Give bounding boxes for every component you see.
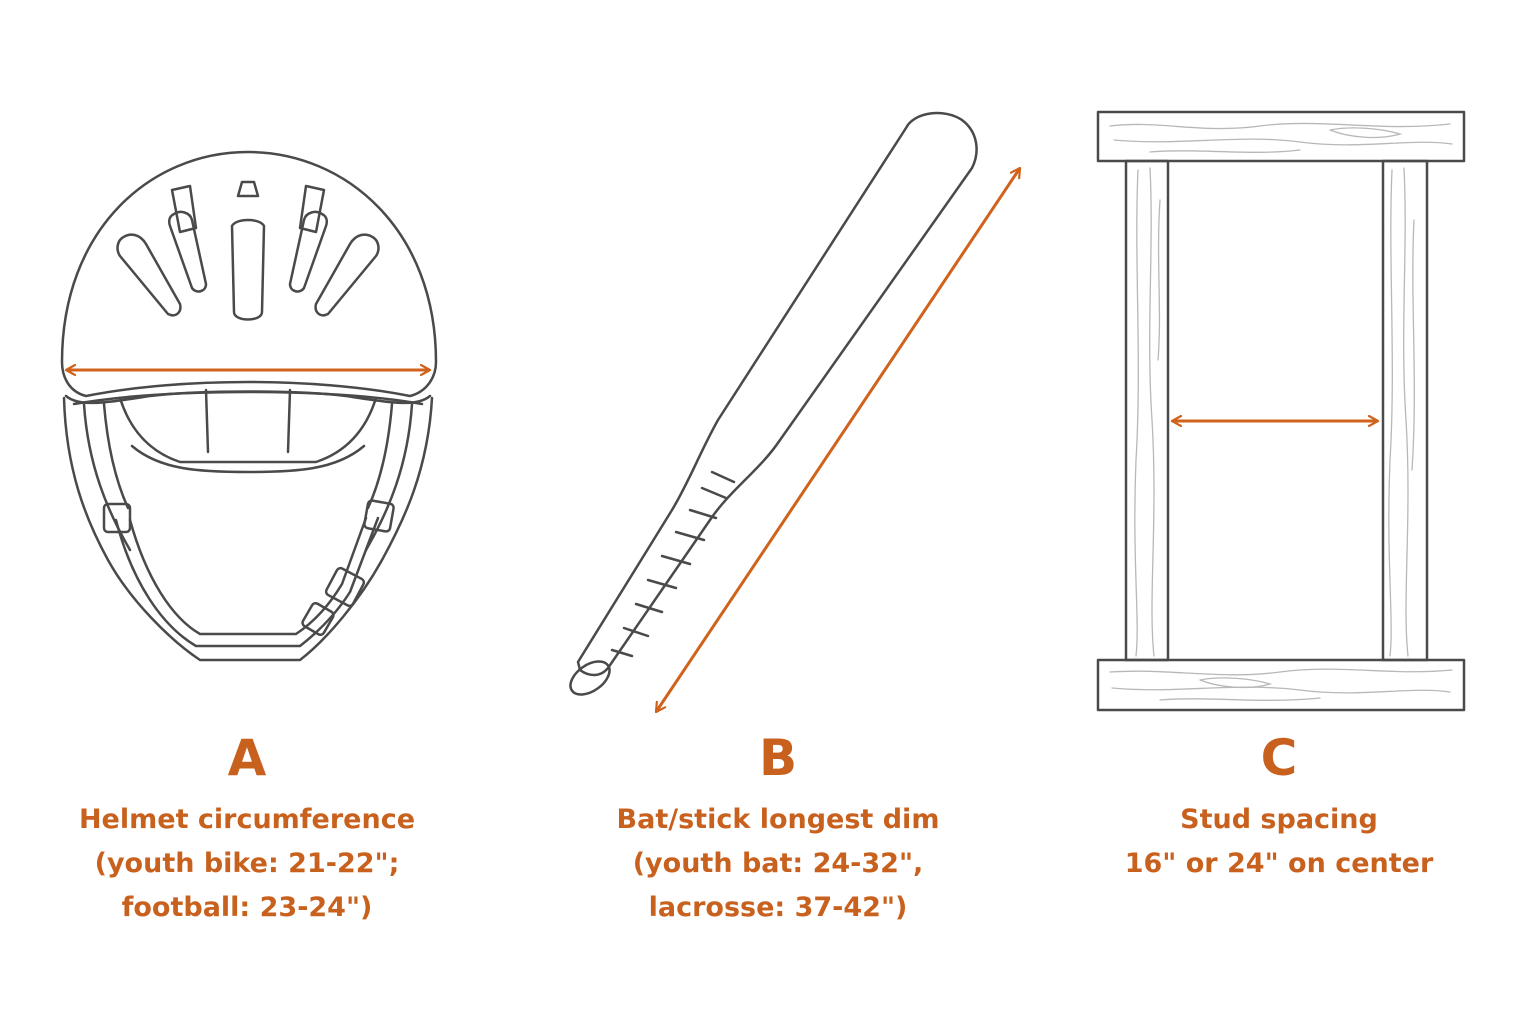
caption-line: football: 23-24") — [121, 892, 373, 923]
chin-strap — [128, 516, 368, 636]
panel-c-label: C Stud spacing 16" or 24" on center — [1069, 728, 1489, 886]
caption-line: (youth bat: 24-32", — [632, 848, 924, 879]
panel-letter-b: B — [758, 729, 798, 787]
top-plate — [1096, 110, 1466, 163]
panel-a-label: A Helmet circumference (youth bike: 21-2… — [37, 728, 457, 930]
caption-line: lacrosse: 37-42") — [648, 892, 908, 923]
helmet-vent — [314, 233, 380, 317]
helmet-padding — [118, 396, 378, 464]
helmet-padding — [204, 388, 292, 454]
helmet-vent — [230, 218, 266, 321]
helmet-vent — [236, 180, 260, 198]
panel-a-caption: Helmet circumference (youth bike: 21-22"… — [37, 798, 457, 930]
caption-line: Bat/stick longest dim — [616, 804, 940, 835]
bat-knob — [569, 660, 611, 696]
bat-measure-arrow — [654, 168, 1022, 712]
helmet-vent — [288, 210, 329, 293]
helmet-vent — [298, 184, 326, 234]
helmet-side-inner — [82, 402, 414, 552]
strap-buckle — [301, 601, 335, 637]
bat-grip-edge — [710, 470, 736, 484]
helmet-side — [62, 396, 434, 662]
helmet-rim-inner — [72, 390, 424, 406]
strap-buckle — [324, 566, 366, 608]
bat-outline — [576, 111, 978, 677]
panel-letter-a: A — [227, 729, 267, 787]
helmet-shell — [60, 150, 438, 398]
strap-buckle — [102, 502, 132, 534]
caption-line: (youth bike: 21-22"; — [94, 848, 400, 879]
left-stud — [1124, 159, 1170, 662]
helmet-padding — [130, 444, 366, 474]
wood-grain — [1109, 122, 1453, 701]
bike-helmet-icon — [60, 150, 438, 662]
caption-line: 16" or 24" on center — [1124, 848, 1434, 879]
wall-stud-frame-icon — [1096, 110, 1466, 712]
bottom-plate — [1096, 658, 1466, 712]
right-stud — [1381, 159, 1429, 662]
baseball-bat-icon — [569, 111, 978, 696]
panel-c-caption: Stud spacing 16" or 24" on center — [1069, 798, 1489, 886]
panel-b-label: B Bat/stick longest dim (youth bat: 24-3… — [568, 728, 988, 930]
caption-line: Stud spacing — [1180, 804, 1378, 835]
chin-strap — [114, 516, 380, 648]
helmet-vent — [116, 233, 182, 317]
caption-line: Helmet circumference — [78, 804, 416, 835]
helmet-vent — [167, 210, 208, 293]
panel-b-caption: Bat/stick longest dim (youth bat: 24-32"… — [568, 798, 988, 930]
panel-letter-c: C — [1260, 729, 1298, 787]
helmet-vent — [170, 184, 198, 234]
strap-buckle — [363, 499, 395, 533]
